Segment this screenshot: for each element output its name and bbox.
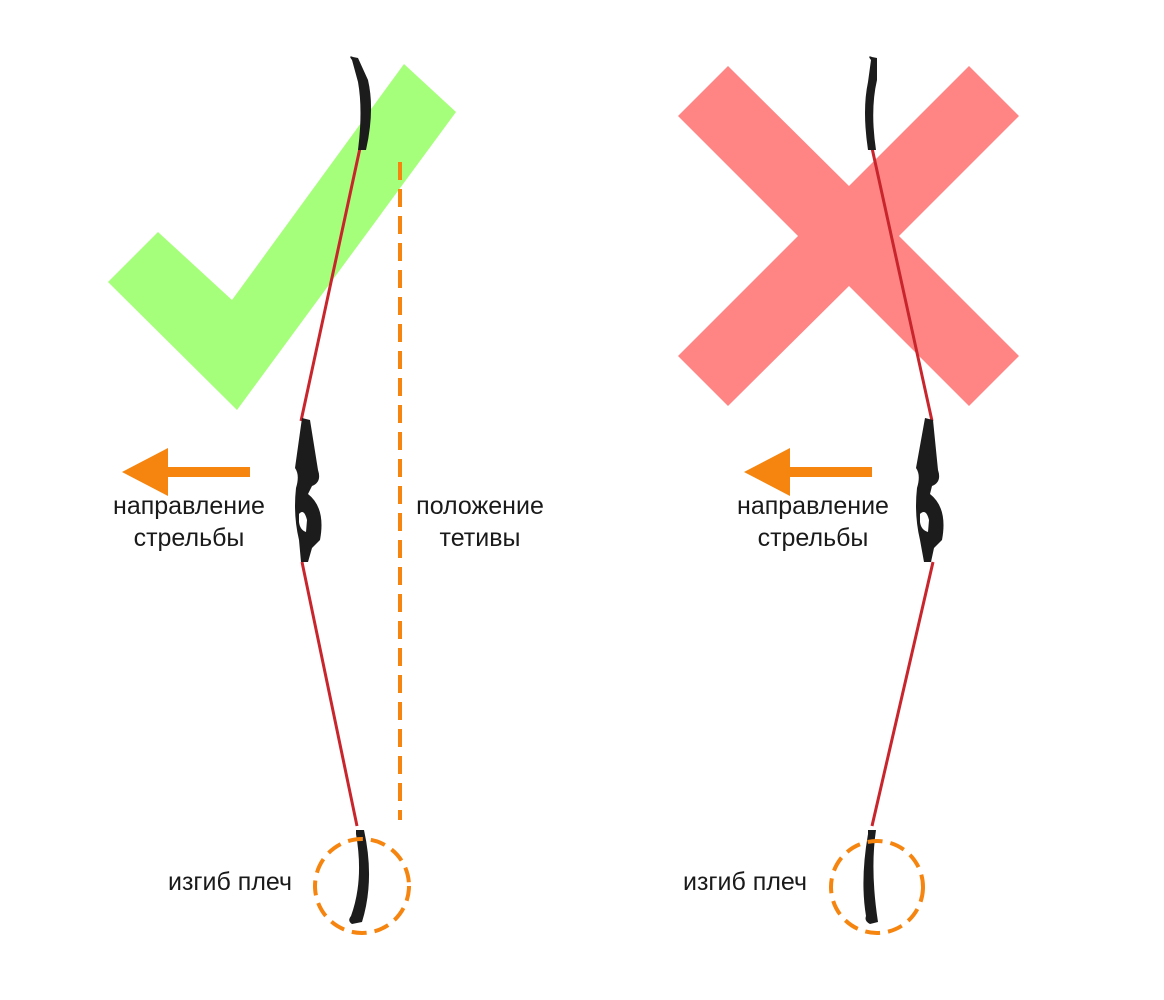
bow-grip-window bbox=[920, 512, 929, 532]
limb-bend-label: изгиб плеч bbox=[168, 868, 292, 896]
bow-upper-limb bbox=[865, 56, 877, 150]
bow-string bbox=[870, 147, 934, 422]
limb-bend-circle bbox=[313, 837, 411, 935]
bow-riser bbox=[295, 418, 322, 562]
bow-string bbox=[870, 561, 935, 827]
shooting-direction-label-line2: стрельбы bbox=[757, 524, 869, 552]
shooting-direction-label: направление стрельбы bbox=[720, 490, 906, 554]
shooting-direction-label-line1: направление bbox=[737, 492, 889, 520]
shooting-direction-arrow-icon bbox=[122, 448, 250, 496]
limb-bend-circle bbox=[829, 839, 925, 935]
shooting-direction-label: направление стрельбы bbox=[96, 490, 282, 554]
check-mark-icon bbox=[108, 64, 456, 410]
x-mark-icon bbox=[678, 66, 1019, 406]
correct-panel bbox=[108, 56, 456, 935]
shooting-direction-label-line1: направление bbox=[113, 492, 265, 520]
wrong-panel bbox=[678, 56, 1019, 935]
bow-string bbox=[299, 147, 362, 422]
bow-string bbox=[300, 561, 359, 827]
string-position-label: положение тетивы bbox=[400, 490, 560, 554]
shooting-direction-arrow-icon bbox=[744, 448, 872, 496]
bow-lower-limb bbox=[863, 830, 878, 924]
limb-bend-label: изгиб плеч bbox=[683, 868, 807, 896]
bow-riser bbox=[916, 418, 944, 562]
string-position-label-line1: положение bbox=[416, 492, 544, 520]
bow-lower-limb bbox=[349, 830, 370, 924]
bow-grip-window bbox=[299, 512, 307, 532]
shooting-direction-label-line2: стрельбы bbox=[133, 524, 245, 552]
string-position-label-line2: тетивы bbox=[439, 524, 521, 552]
bow-upper-limb bbox=[350, 56, 372, 150]
